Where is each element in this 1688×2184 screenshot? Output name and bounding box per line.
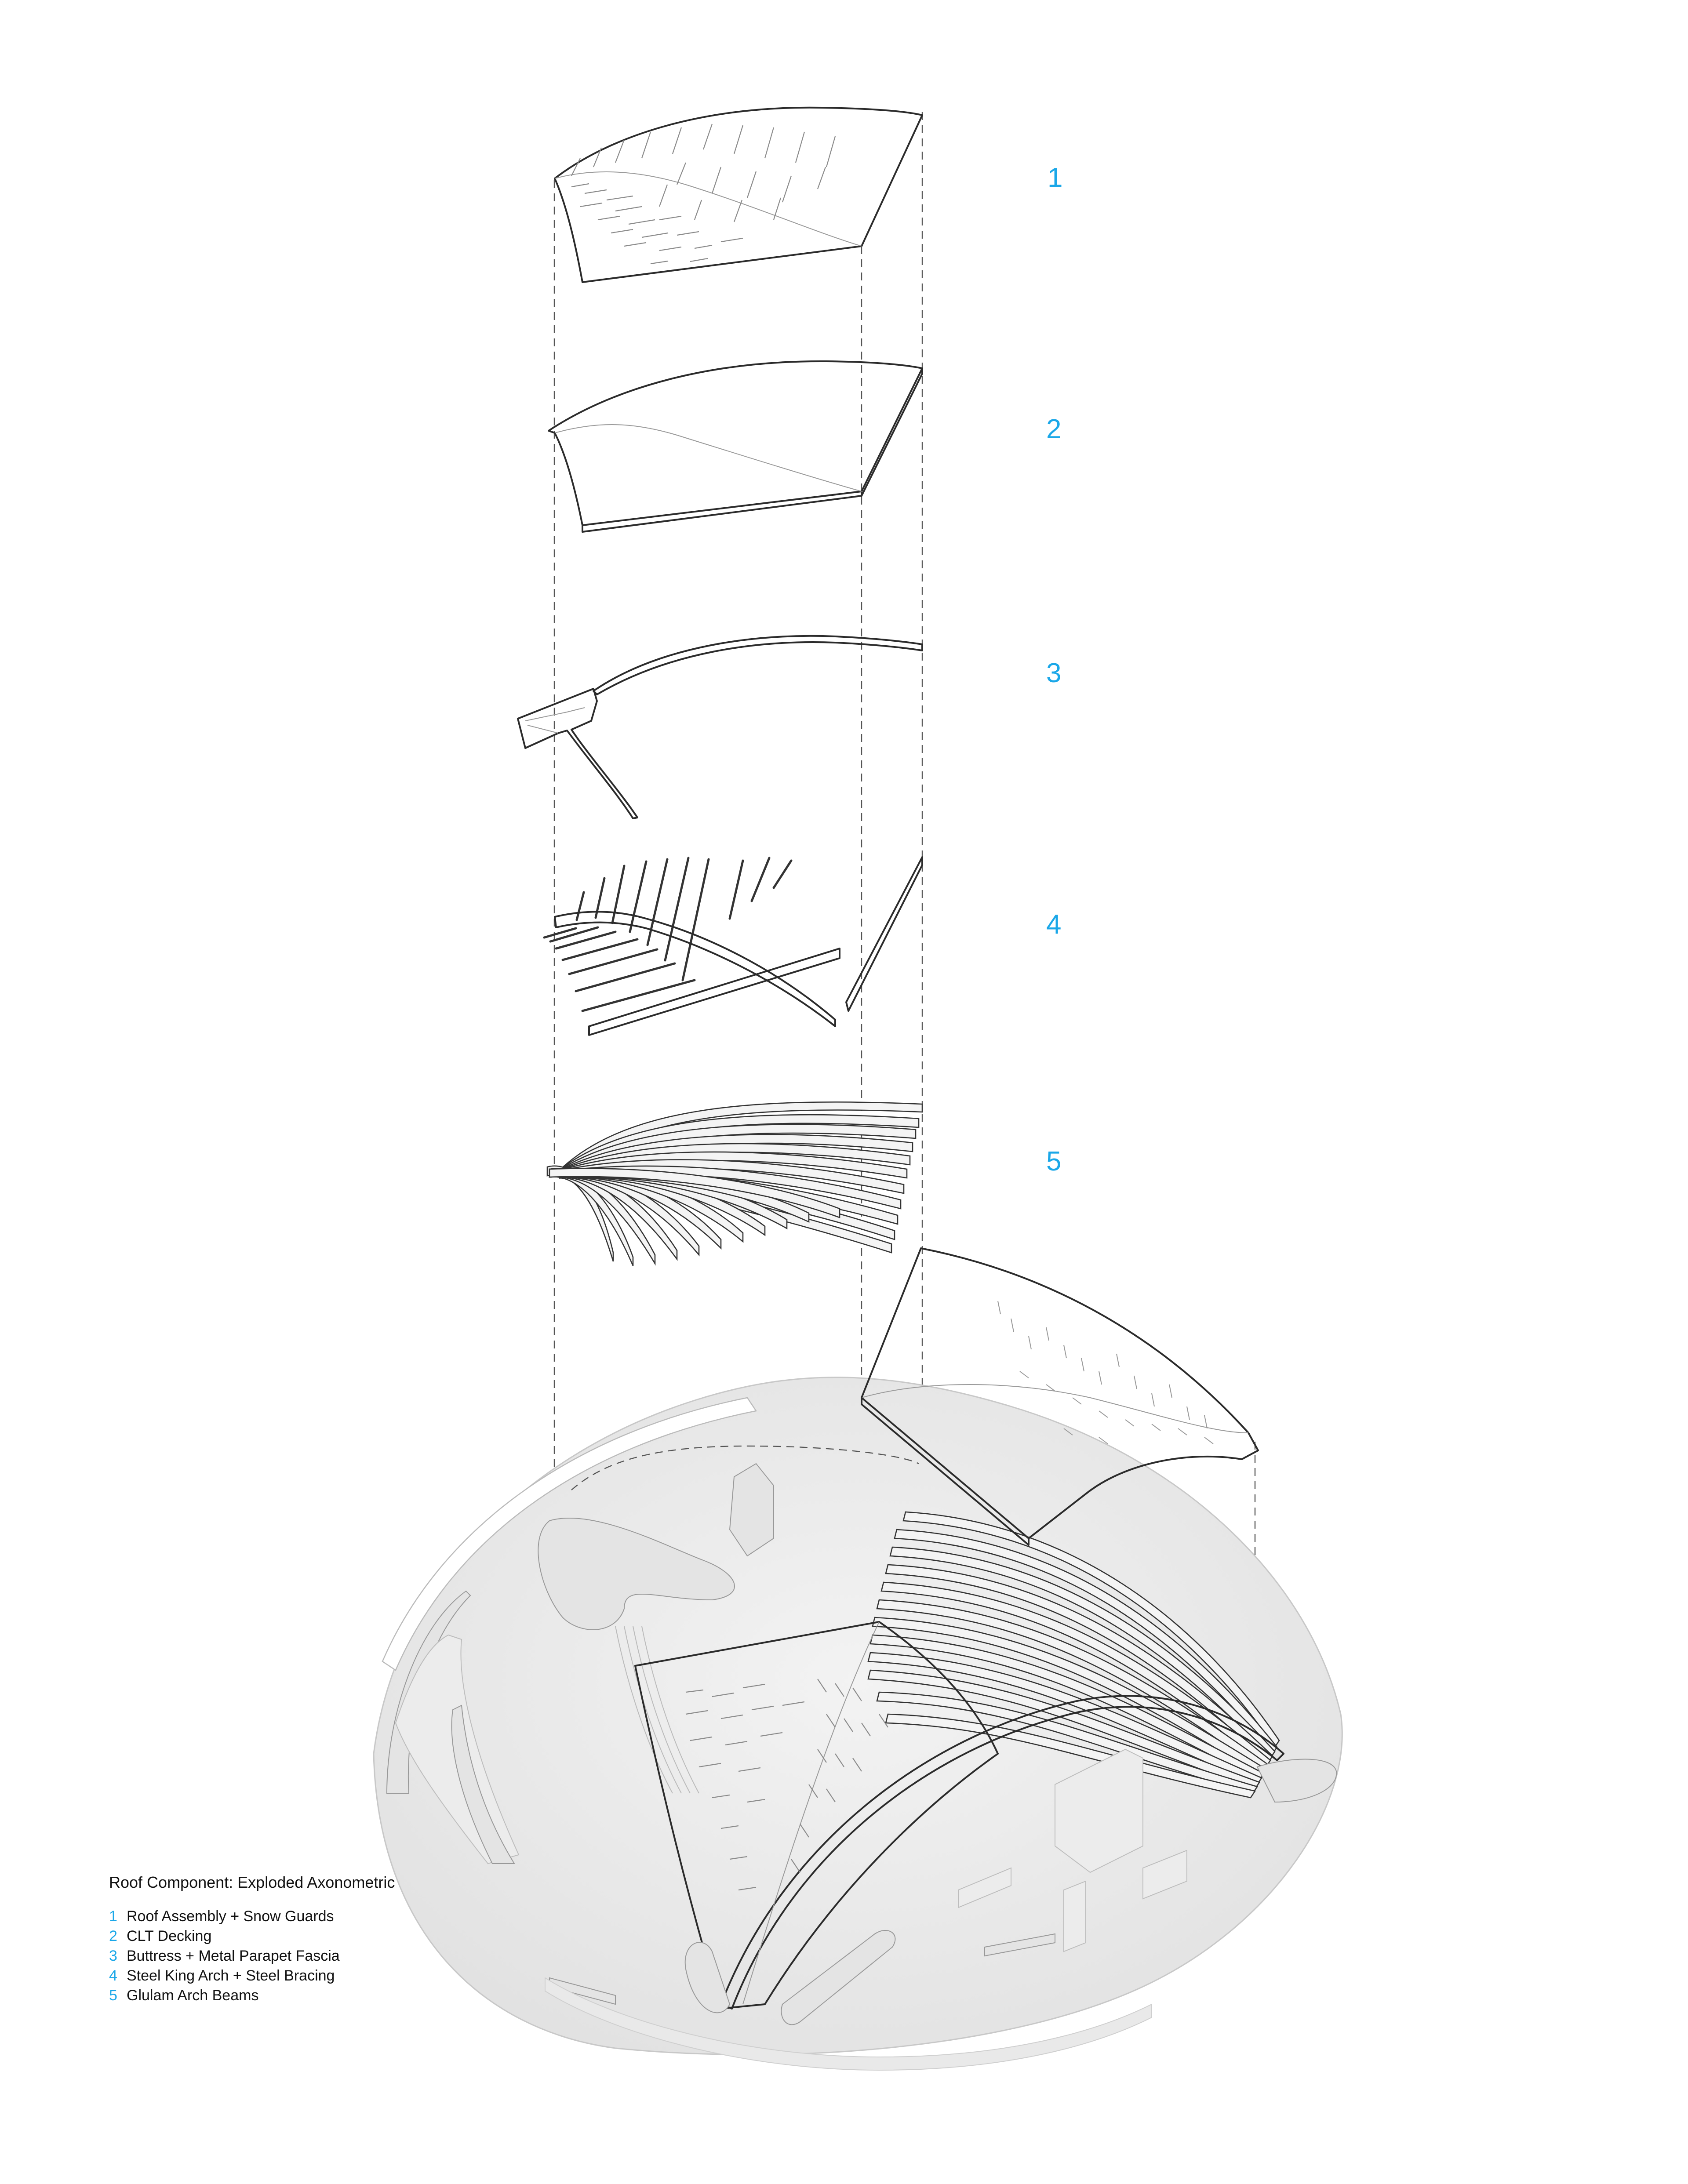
legend-label: CLT Decking	[127, 1928, 212, 1944]
assembled-roof-shell	[634, 1621, 999, 2010]
legend-item: 3 Buttress + Metal Parapet Fascia	[109, 1946, 395, 1966]
component-3-buttress-fascia	[517, 635, 923, 819]
step-label-1: 1	[1048, 163, 1063, 193]
legend-label: Buttress + Metal Parapet Fascia	[127, 1948, 340, 1964]
snow-guard-slots	[571, 124, 836, 265]
assembled-snow-guards	[685, 1679, 888, 1891]
legend-number: 1	[109, 1908, 117, 1925]
step-label-4: 4	[1046, 909, 1062, 940]
exploded-roof-shell-right	[861, 1247, 1259, 1539]
legend-number: 4	[109, 1967, 117, 1984]
legend-item: 2 CLT Decking	[109, 1926, 395, 1946]
legend-number: 3	[109, 1948, 117, 1964]
legend-label: Steel King Arch + Steel Bracing	[127, 1967, 335, 1984]
step-label-3: 3	[1046, 658, 1062, 688]
legend-item: 1 Roof Assembly + Snow Guards	[109, 1907, 395, 1926]
legend: Roof Component: Exploded Axonometric 1 Ro…	[109, 1873, 395, 2006]
legend-number: 2	[109, 1928, 117, 1944]
legend-label: Glulam Arch Beams	[127, 1987, 259, 2004]
legend-title: Roof Component: Exploded Axonometric	[109, 1873, 395, 1891]
step-label-5: 5	[1046, 1146, 1062, 1177]
component-4-steel-arch-bracing	[543, 856, 923, 1036]
legend-number: 5	[109, 1987, 117, 2004]
component-2-clt-decking	[548, 360, 923, 533]
component-1-roof-assembly	[554, 106, 923, 283]
building-base-assembly	[373, 1247, 1343, 2071]
legend-label: Roof Assembly + Snow Guards	[127, 1908, 334, 1925]
component-5-glulam-arch-beams	[546, 1101, 923, 1266]
step-label-2: 2	[1046, 414, 1062, 444]
legend-item: 5 Glulam Arch Beams	[109, 1986, 395, 2006]
legend-item: 4 Steel King Arch + Steel Bracing	[109, 1966, 395, 1986]
